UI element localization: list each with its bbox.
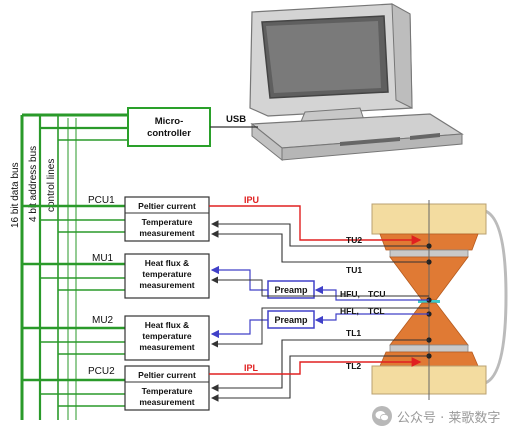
tcu-label: TCU bbox=[368, 289, 385, 299]
usb-label: USB bbox=[226, 114, 246, 125]
pcu1-line-3: measurement bbox=[139, 228, 194, 238]
mu1-line-2: temperature bbox=[142, 269, 191, 279]
preamp-upper: Preamp bbox=[267, 280, 315, 299]
pcu1-module: PCU1 Peltier current Temperature measure… bbox=[88, 195, 210, 242]
watermark-text: 公众号 · 莱歌数字 bbox=[397, 410, 501, 426]
pcu1-line-2: Temperature bbox=[142, 217, 193, 227]
pcu2-line-1: Peltier current bbox=[138, 370, 196, 380]
ipl-line: IPL bbox=[209, 357, 422, 375]
mu2-line-1: Heat flux & bbox=[145, 320, 189, 330]
tu1-line: TU1 bbox=[210, 230, 429, 275]
tcl-label: TCL bbox=[368, 306, 385, 316]
mu2-label: MU2 bbox=[92, 315, 114, 326]
mu1-module: MU1 Heat flux & temperature measurement bbox=[92, 253, 210, 299]
tu1-label: TU1 bbox=[346, 265, 362, 275]
hfl-label: HFL, bbox=[340, 306, 359, 316]
pcu2-label: PCU2 bbox=[88, 366, 115, 377]
computer-icon bbox=[249, 3, 464, 162]
mu1-label: MU1 bbox=[92, 253, 114, 264]
microcontroller-label-2: controller bbox=[147, 128, 191, 139]
ipl-label: IPL bbox=[244, 363, 259, 373]
preamp-lower: Preamp bbox=[267, 310, 315, 329]
hfu-label: HFU, bbox=[340, 289, 360, 299]
mu2-line-2: temperature bbox=[142, 331, 191, 341]
tl1-label: TL1 bbox=[346, 328, 361, 338]
pcu1-label: PCU1 bbox=[88, 195, 115, 206]
mu1-line-3: measurement bbox=[139, 280, 194, 290]
tu2-label: TU2 bbox=[346, 235, 362, 245]
microcontroller-label-1: Micro- bbox=[155, 116, 184, 127]
bus-lines bbox=[20, 113, 128, 420]
mu2-line-3: measurement bbox=[139, 342, 194, 352]
tcl-line bbox=[211, 307, 429, 348]
hfl-line: HFL, TCL bbox=[210, 306, 429, 339]
preamp-upper-label: Preamp bbox=[274, 285, 308, 295]
mu2-module: MU2 Heat flux & temperature measurement bbox=[92, 315, 210, 361]
microcontroller-block: Micro- controller bbox=[127, 107, 211, 147]
wechat-icon bbox=[372, 406, 392, 426]
mu1-line-1: Heat flux & bbox=[145, 258, 189, 268]
preamp-lower-label: Preamp bbox=[274, 315, 308, 325]
tu2-line: TU2 bbox=[210, 220, 429, 247]
ipu-label: IPU bbox=[244, 195, 259, 205]
pcu1-line-1: Peltier current bbox=[138, 201, 196, 211]
data-bus-label: 16 bit data bus bbox=[10, 162, 21, 228]
tl1-line: TL1 bbox=[210, 328, 429, 392]
bus-taps bbox=[22, 204, 125, 407]
ipu-line: IPU bbox=[209, 195, 422, 245]
tl2-label: TL2 bbox=[346, 361, 361, 371]
address-bus-label: 4 bit address bus bbox=[28, 146, 39, 222]
tcu-line bbox=[211, 276, 429, 297]
pcu2-module: PCU2 Peltier current Temperature measure… bbox=[88, 365, 210, 411]
pcu2-line-2: Temperature bbox=[142, 386, 193, 396]
tl2-line: TL2 bbox=[210, 355, 429, 402]
watermark: 公众号 · 莱歌数字 bbox=[372, 403, 522, 429]
control-lines-label: control lines bbox=[46, 159, 57, 212]
pcu2-line-3: measurement bbox=[139, 397, 194, 407]
